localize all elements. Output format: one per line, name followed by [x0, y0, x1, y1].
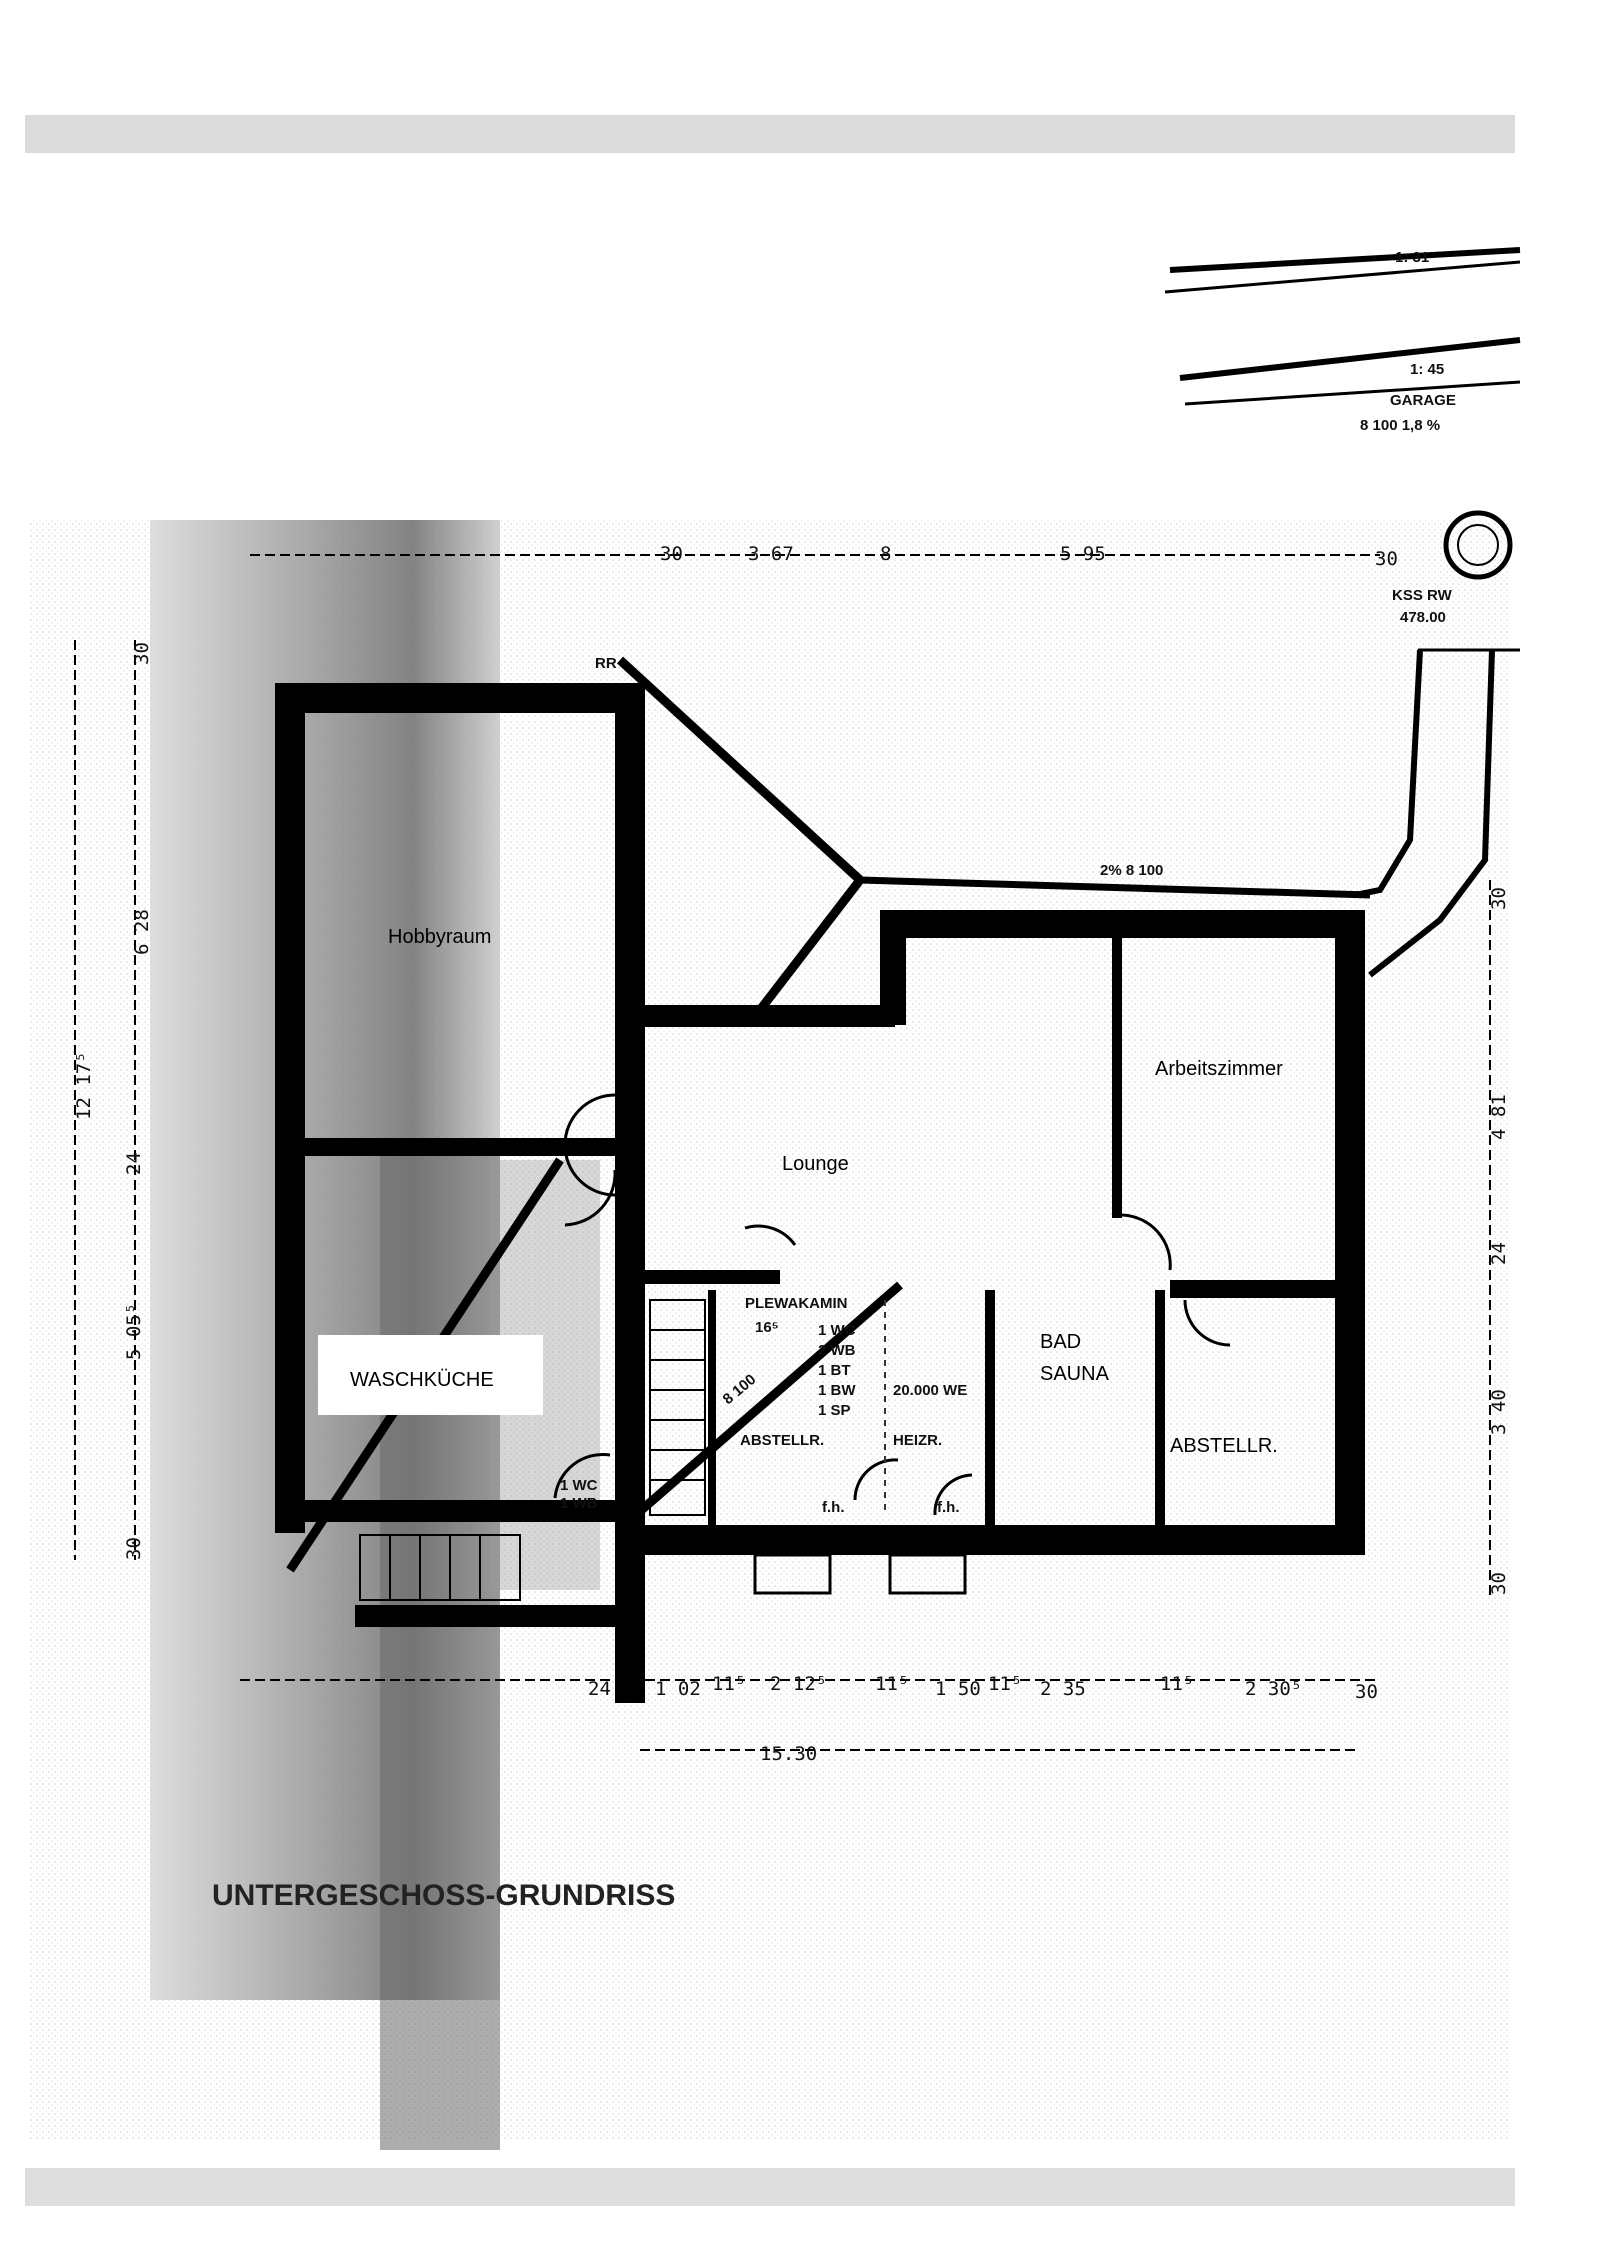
room-waschkueche: WASCHKÜCHE — [350, 1369, 494, 1391]
walls — [275, 683, 1365, 1703]
dim-right: 3 40 — [1488, 1389, 1510, 1435]
dimension-top: 30 3 67 8 5 95 30 — [250, 543, 1398, 570]
dim-left: 30 — [131, 642, 153, 665]
dimension-left: 30 6 28 12 17⁵ 24 5 05⁵ 30 — [73, 640, 153, 1560]
dim-left: 30 — [123, 1537, 145, 1560]
staircase — [359, 1299, 706, 1601]
kss-label: KSS RW — [1392, 587, 1453, 604]
dim-top: 8 — [880, 543, 891, 565]
dim-right: 30 — [1488, 1572, 1510, 1595]
floor-drain-1: f.h. — [822, 1499, 845, 1516]
dim-left: 5 05⁵ — [123, 1303, 145, 1360]
dim-left: 24 — [123, 1152, 145, 1175]
dim-left: 6 28 — [131, 909, 153, 955]
wc-small-1: 1 WC — [560, 1477, 598, 1494]
room-hobbyraum: Hobbyraum — [388, 926, 491, 948]
dim-bottom: 2 30⁵ — [1245, 1678, 1302, 1700]
sanitary-item: 1 WC — [818, 1322, 856, 1339]
garage-label: GARAGE — [1390, 392, 1456, 409]
dimension-bottom: 24 1 02 11⁵ 2 12⁵ 11⁵ 1 50 11⁵ 2 35 11⁵ … — [240, 1673, 1380, 1765]
dim-bottom: 30 — [1355, 1681, 1378, 1703]
garage-sub-label: 8 100 1,8 % — [1360, 417, 1440, 434]
window-wells — [753, 1553, 967, 1595]
plan-title: UNTERGESCHOSS-GRUNDRISS — [212, 1879, 675, 1912]
plewa-size: 16⁵ — [755, 1319, 779, 1336]
room-abstellraum-right: ABSTELLR. — [1170, 1435, 1278, 1457]
floor-drain-2: f.h. — [937, 1499, 960, 1516]
sanitary-item: 1 BW — [818, 1382, 856, 1399]
dim-total: 15.30 — [760, 1743, 817, 1765]
pipe-label: 2% 8 100 — [1100, 862, 1163, 879]
rr-label: RR — [595, 655, 617, 672]
slope-label-1: 1: 31 — [1395, 249, 1429, 266]
dim-bottom: 2 35 — [1040, 1678, 1086, 1700]
room-heizraum: HEIZR. — [893, 1432, 942, 1449]
dim-right: 4 81 — [1488, 1094, 1510, 1140]
dim-right: 30 — [1488, 887, 1510, 910]
heating-capacity: 20.000 WE — [893, 1382, 967, 1399]
dim-top: 30 — [660, 543, 683, 565]
sanitary-item: 1 SP — [818, 1402, 851, 1419]
kss-value: 478.00 — [1400, 609, 1446, 626]
room-abstellraum-left: ABSTELLR. — [740, 1432, 824, 1449]
dim-bottom: 11⁵ — [988, 1673, 1022, 1695]
room-lounge: Lounge — [782, 1153, 849, 1175]
dim-bottom: 1 50 — [935, 1678, 981, 1700]
sanitary-item: 2 WB — [818, 1342, 856, 1359]
waschkueche-label-box — [318, 1335, 543, 1415]
room-sauna: SAUNA — [1040, 1363, 1110, 1385]
room-bad: BAD — [1040, 1331, 1081, 1353]
dim-left: 12 17⁵ — [73, 1051, 95, 1120]
slope-label-2: 1: 45 — [1410, 361, 1444, 378]
dim-top: 30 — [1375, 548, 1398, 570]
dimension-right: 30 4 81 24 3 40 30 — [1488, 880, 1510, 1600]
sanitary-item: 1 BT — [818, 1362, 851, 1379]
dim-top: 5 95 — [1060, 543, 1106, 565]
dim-bottom: 2 12⁵ — [770, 1673, 827, 1695]
dim-right: 24 — [1488, 1242, 1510, 1265]
dim-bottom: 11⁵ — [712, 1673, 746, 1695]
dim-bottom: 11⁵ — [875, 1673, 909, 1695]
dim-bottom: 11⁵ — [1160, 1673, 1194, 1695]
wc-small-2: 1 WB — [560, 1495, 598, 1512]
room-arbeitszimmer: Arbeitszimmer — [1155, 1058, 1283, 1080]
dim-bottom: 1 02 — [655, 1678, 701, 1700]
dim-bottom: 24 — [588, 1678, 611, 1700]
plewa-label: PLEWAKAMIN — [745, 1295, 848, 1312]
door-swings — [553, 1093, 1231, 1516]
dim-top: 3 67 — [748, 543, 794, 565]
sanitary-list: 1 WC 2 WB 1 BT 1 BW 1 SP — [818, 1322, 856, 1419]
